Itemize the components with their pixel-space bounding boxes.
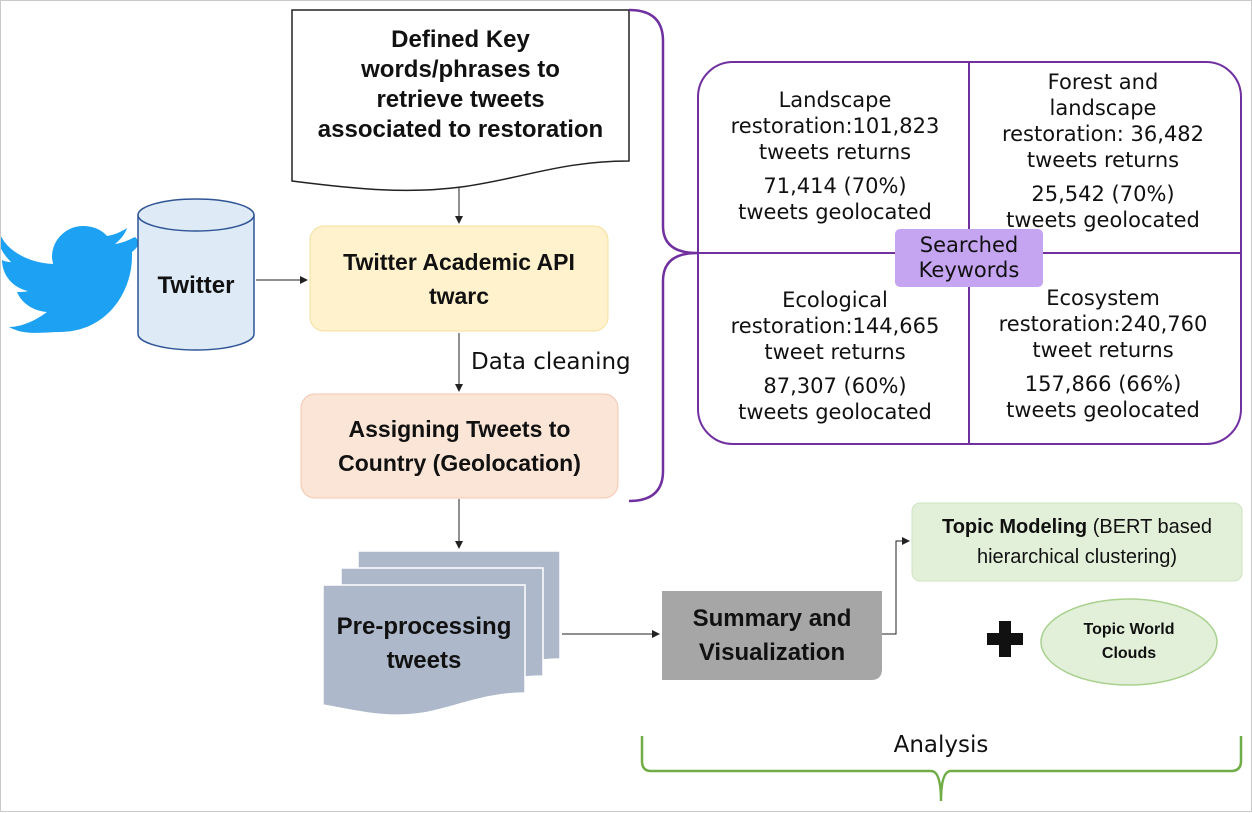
twitter-bird-icon — [1, 226, 139, 333]
cell-text: tweets geolocated — [1006, 208, 1200, 232]
cell-text: 87,307 (60%) — [763, 374, 907, 398]
topic-modeling-line-1: Topic Modeling (BERT based — [942, 512, 1212, 542]
geo-line-2: Country (Geolocation) — [338, 450, 581, 476]
cell-text: landscape — [1049, 96, 1157, 120]
cell-text: restoration: 36,482 — [1001, 122, 1205, 146]
searched-keywords-line-2: Keywords — [918, 258, 1020, 282]
cell-text: 25,542 (70%) — [1031, 182, 1175, 206]
preprocess-stack-shape — [322, 550, 561, 716]
topic-clouds-line-2: Clouds — [1101, 645, 1157, 662]
topic-modeling-box-shape — [911, 502, 1243, 582]
cell-text: Landscape — [778, 88, 892, 112]
cell-text: Forest and — [1047, 70, 1159, 94]
doc-line-3: retrieve tweets — [376, 86, 545, 113]
summary-visualization-box: Summary and Visualization — [662, 591, 882, 680]
preprocess-line-2: tweets — [386, 647, 462, 674]
twitter-api-box: Twitter Academic API twarc — [310, 226, 608, 331]
api-line-2: twarc — [428, 282, 490, 309]
twitter-database-icon — [137, 198, 255, 351]
process-brace-shape — [628, 8, 698, 503]
data-cleaning-label: Data cleaning — [471, 349, 631, 375]
topic-clouds-line-1: Topic World — [1083, 621, 1175, 638]
keyword-cell-ecological: Ecological restoration:144,665 tweet ret… — [701, 287, 969, 425]
summary-box-shape — [662, 591, 882, 680]
cell-text: tweets geolocated — [738, 400, 932, 424]
topic-clouds-shape — [1040, 598, 1218, 686]
api-box-shape — [309, 225, 609, 332]
keyword-cell-forest-landscape: Forest and landscape restoration: 36,482… — [969, 69, 1237, 233]
keyword-cell-ecosystem: Ecosystem restoration:240,760 tweet retu… — [969, 285, 1237, 423]
geolocation-box: Assigning Tweets to Country (Geolocation… — [301, 394, 618, 498]
cell-text: 71,414 (70%) — [763, 174, 907, 198]
topic-modeling-title: Topic Modeling — [941, 516, 1088, 538]
keyword-document-text: Defined Key words/phrases to retrieve tw… — [292, 15, 629, 155]
geo-line-1: Assigning Tweets to — [348, 416, 571, 442]
topic-modeling-line-2: hierarchical clustering) — [976, 546, 1178, 568]
summary-line-1: Summary and — [692, 604, 852, 632]
cell-text: tweet returns — [1032, 338, 1174, 362]
keyword-document-shape — [291, 9, 630, 192]
cell-text: Ecological — [782, 288, 888, 312]
doc-line-2: words/phrases to — [361, 56, 560, 83]
cell-text: tweet returns — [764, 340, 906, 364]
topic-clouds-ellipse: Topic World Clouds — [1041, 599, 1217, 685]
cell-text: tweets returns — [1026, 148, 1180, 172]
cell-text: Ecosystem — [1046, 286, 1160, 310]
searched-keywords-label: Searched Keywords — [895, 229, 1043, 287]
cell-text: restoration:240,760 — [998, 312, 1208, 336]
cell-text: tweets returns — [758, 140, 912, 164]
cell-text: tweets geolocated — [1006, 398, 1200, 422]
topic-modeling-detail: (BERT based — [1087, 516, 1213, 538]
flow-connectors — [256, 187, 910, 638]
preprocess-tweets-box: Pre-processing tweets — [323, 597, 525, 691]
analysis-brace-shape — [640, 736, 1243, 802]
cell-text: tweets geolocated — [738, 200, 932, 224]
cell-text: 157,866 (66%) — [1024, 372, 1182, 396]
plus-icon — [987, 621, 1023, 657]
analysis-label: Analysis — [893, 732, 989, 758]
twitter-database-label: Twitter — [157, 272, 235, 299]
doc-line-1: Defined Key — [391, 26, 530, 53]
geo-box-shape — [300, 393, 619, 499]
keyword-cell-landscape: Landscape restoration:101,823 tweets ret… — [701, 87, 969, 225]
cell-text: restoration:101,823 — [730, 114, 940, 138]
searched-keywords-line-1: Searched — [919, 233, 1019, 257]
summary-line-2: Visualization — [698, 638, 846, 666]
searched-keywords-box-shape — [895, 229, 1043, 287]
preprocess-line-1: Pre-processing — [336, 613, 512, 640]
api-line-1: Twitter Academic API — [343, 248, 575, 275]
doc-line-4: associated to restoration — [317, 116, 604, 143]
cell-text: restoration:144,665 — [730, 314, 940, 338]
topic-modeling-box: Topic Modeling (BERT based hierarchical … — [912, 503, 1242, 581]
